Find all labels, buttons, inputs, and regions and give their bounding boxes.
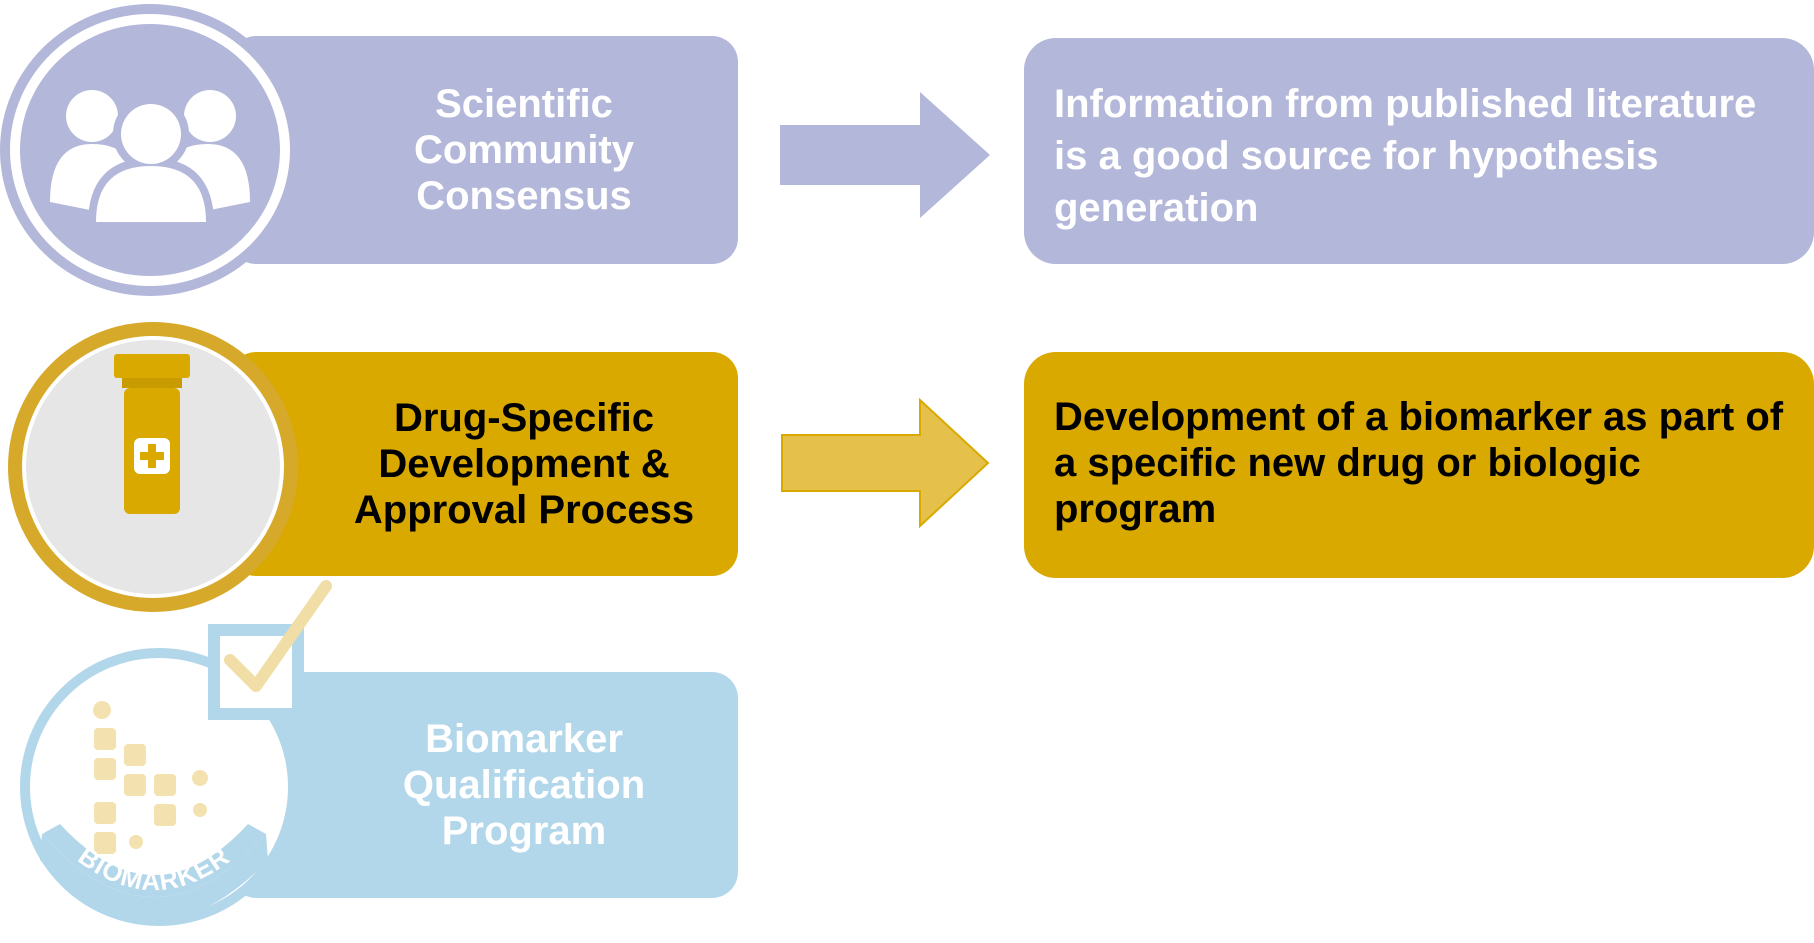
icon-circle	[22, 336, 284, 598]
description-box-scientific-community: Information from published literature is…	[1024, 38, 1814, 264]
row-scientific-community: Scientific Community Consensus	[0, 0, 1814, 300]
label-box-drug-specific: Drug-Specific Development & Approval Pro…	[230, 352, 738, 576]
arrow-right-icon	[780, 92, 990, 218]
row-drug-specific: Drug-Specific Development & Approval Pro…	[0, 318, 1814, 618]
badge-ribbon: BIOMARKER	[40, 824, 268, 920]
label-line: Qualification	[402, 763, 646, 807]
biomarker-badge-icon	[93, 701, 208, 854]
label-box-biomarker-qualification: Biomarker Qualification Program	[230, 672, 738, 898]
label-line: Biomarker	[425, 717, 623, 761]
label-line: Program	[441, 809, 607, 853]
description-text: Information from published literature is…	[1054, 82, 1757, 230]
arrow-right-icon	[781, 398, 990, 528]
label-line: Scientific	[435, 82, 613, 126]
label-line: Drug-Specific	[393, 396, 655, 440]
description-box-drug-specific: Development of a biomarker as part of a …	[1024, 352, 1814, 578]
label-box-scientific-community: Scientific Community Consensus	[230, 36, 738, 264]
description-text: Development of a biomarker as part of a …	[1054, 395, 1784, 531]
label-line: Community	[414, 128, 634, 172]
people-group-icon	[50, 90, 250, 228]
medicine-bottle-icon	[114, 354, 190, 514]
checkbox-check-icon	[208, 580, 332, 720]
label-line: Development &	[378, 442, 670, 486]
label-line: Approval Process	[353, 488, 695, 532]
row-biomarker-qualification: Biomarker Qualification Program	[0, 580, 1814, 943]
icon-circle	[20, 24, 280, 276]
label-line: Consensus	[416, 174, 632, 218]
